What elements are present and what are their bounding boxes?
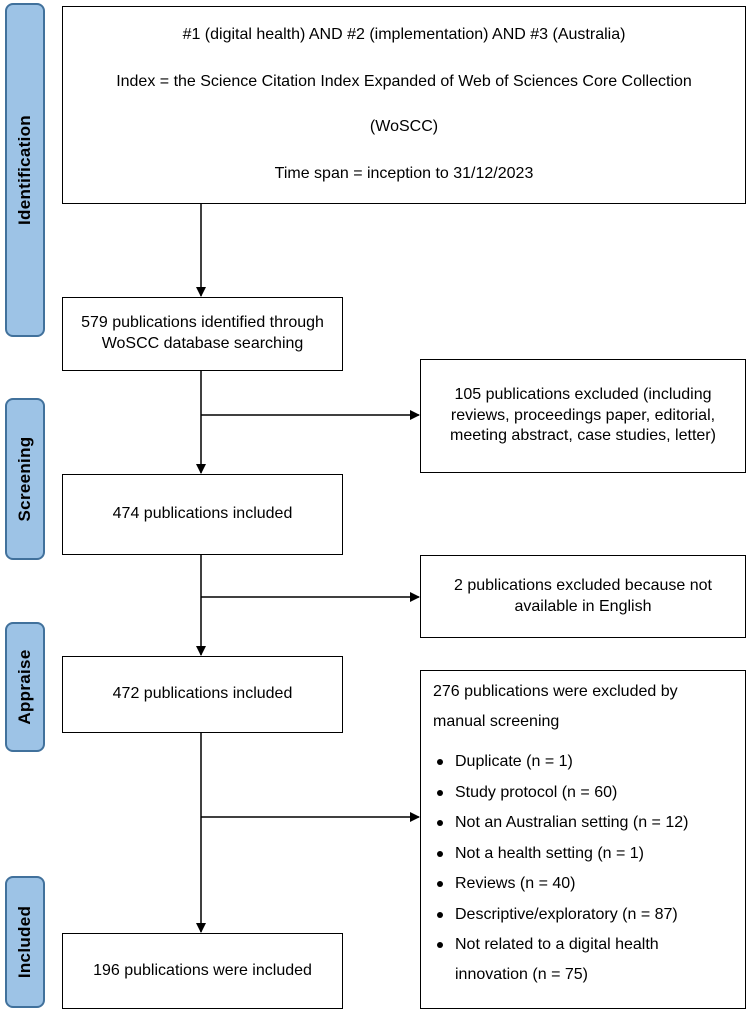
- stage-label-appraise: Appraise: [15, 649, 34, 725]
- list-item: Not related to a digital health innovati…: [433, 930, 733, 990]
- appraise-included-text: 472 publications included: [112, 685, 293, 703]
- stage-identification: Identification: [5, 3, 45, 337]
- final-included-text: 196 publications were included: [93, 961, 312, 979]
- identification-box: #1 (digital health) AND #2 (implementati…: [62, 6, 746, 204]
- search-index: Index = the Science Citation Index Expan…: [116, 73, 692, 91]
- exclusion-first-text: 105 publications excluded (including rev…: [450, 385, 716, 445]
- exclusion-box-second: 2 publications excluded because not avai…: [420, 555, 746, 638]
- final-included-box: 196 publications were included: [62, 933, 343, 1009]
- list-item: Study protocol (n = 60): [433, 778, 733, 809]
- identified-text: 579 publications identified through WoSC…: [81, 314, 324, 352]
- exclusion-box-first: 105 publications excluded (including rev…: [420, 359, 746, 473]
- exclusion-second-text: 2 publications excluded because not avai…: [454, 576, 712, 615]
- search-query: #1 (digital health) AND #2 (implementati…: [182, 26, 626, 44]
- stage-screening: Screening: [5, 398, 45, 560]
- identified-box: 579 publications identified through WoSC…: [62, 297, 343, 371]
- list-item: Duplicate (n = 1): [433, 747, 733, 778]
- screening-included-box: 474 publications included: [62, 474, 343, 555]
- list-item: Not an Australian setting (n = 12): [433, 808, 733, 839]
- screening-included-text: 474 publications included: [112, 505, 293, 523]
- exclusion-box-manual: 276 publications were excluded by manual…: [420, 670, 746, 1009]
- stage-label-identification: Identification: [15, 115, 34, 225]
- stage-appraise: Appraise: [5, 622, 45, 752]
- search-time-span: Time span = inception to 31/12/2023: [274, 164, 534, 182]
- stage-included: Included: [5, 876, 45, 1008]
- search-index-abbrev: (WoSCC): [369, 118, 439, 135]
- list-item: Reviews (n = 40): [433, 869, 733, 900]
- stage-label-screening: Screening: [15, 436, 34, 522]
- manual-exclusion-list: Duplicate (n = 1) Study protocol (n = 60…: [433, 747, 733, 990]
- stage-label-included: Included: [15, 905, 34, 979]
- appraise-included-box: 472 publications included: [62, 656, 343, 733]
- list-item: Not a health setting (n = 1): [433, 839, 733, 870]
- list-item: Descriptive/exploratory (n = 87): [433, 900, 733, 931]
- manual-exclusion-title: 276 publications were excluded by manual…: [433, 683, 678, 730]
